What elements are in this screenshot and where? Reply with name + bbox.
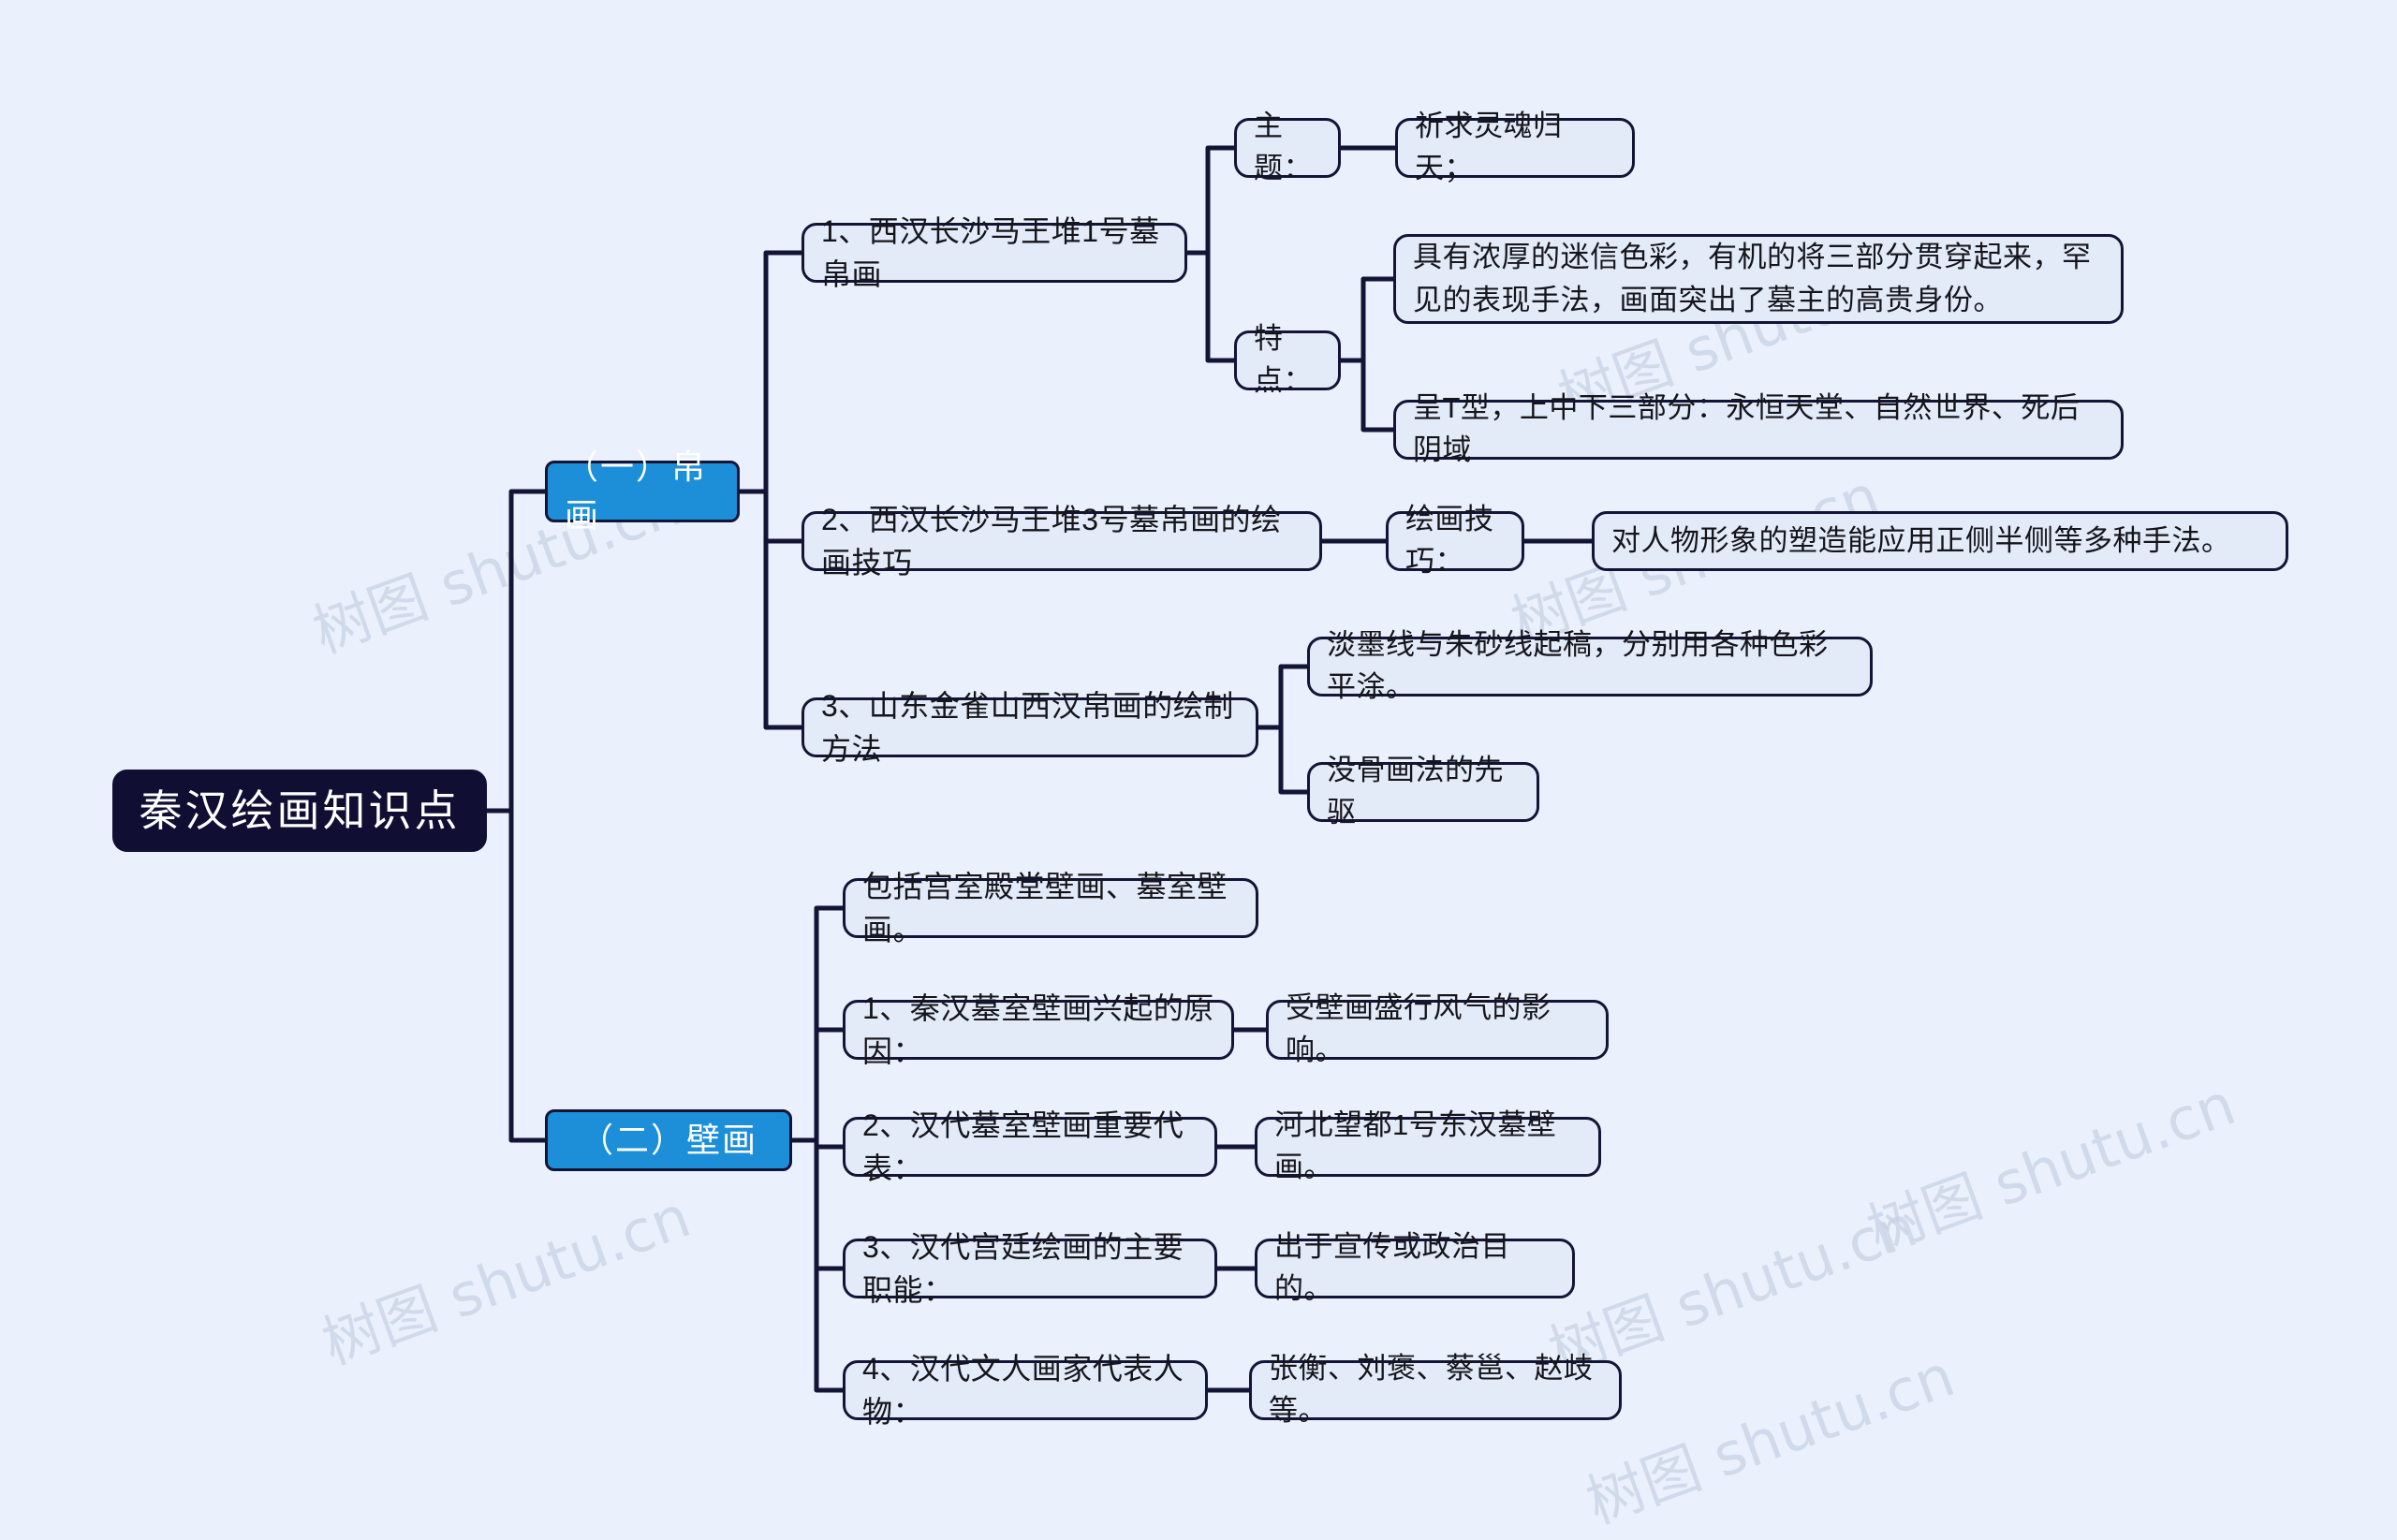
link-item3-to-leaf1 [1256,664,1310,730]
topic-node-literati-painters[interactable]: 4、汉代文人画家代表人物： [843,1352,1208,1429]
link-feature-to-leaf1 [1338,276,1396,363]
subtopic-node-feature-label: 特点： [1254,322,1313,397]
leaf-node-mural-representative-detail[interactable]: 河北望都1号东汉墓壁画。 [1255,1108,1601,1183]
link-silk-to-item1 [737,250,804,494]
link-root-to-mural [484,808,548,1143]
category-node-mural-painting[interactable]: （二）壁画 [545,1109,792,1171]
topic-node-jinqueshan-label: 3、山东金雀山西汉帛画的绘制方法 [821,688,1234,766]
topic-node-mawangdui-tomb1[interactable]: 1、西汉长沙马王堆1号墓帛画 [801,214,1187,291]
category-node-silk-painting-label: （一）帛画 [565,447,708,535]
leaf-node-mural-representative-detail-label: 河北望都1号东汉墓壁画。 [1274,1108,1557,1183]
topic-node-literati-painters-label: 4、汉代文人画家代表人物： [862,1351,1184,1429]
category-node-mural-painting-label: （二）壁画 [579,1120,757,1159]
subtopic-node-theme-label: 主题： [1254,110,1313,184]
link-item3-to-leaf2 [1256,725,1310,795]
topic-node-mural-representative-label: 2、汉代墓室壁画重要代表： [862,1107,1184,1185]
topic-node-jinqueshan[interactable]: 3、山东金雀山西汉帛画的绘制方法 [801,689,1258,766]
link-silk-to-item2 [737,489,804,544]
leaf-node-theme-detail-label: 祈求灵魂归天； [1415,110,1563,184]
leaf-node-mural-reason-detail[interactable]: 受壁画盛行风气的影响。 [1266,991,1609,1066]
leaf-node-jinqueshan-method-1[interactable]: 淡墨线与朱砂线起稿，分别用各种色彩平涂。 [1307,628,1873,703]
leaf-node-feature-detail-1[interactable]: 具有浓厚的迷信色彩，有机的将三部分贯穿起来，罕见的表现手法，画面突出了墓主的高贵… [1393,234,2124,324]
link-feature-to-leaf2 [1338,358,1396,433]
leaf-node-court-painting-function-detail[interactable]: 出于宣传或政治目的。 [1255,1230,1575,1305]
leaf-node-feature-detail-1-label: 具有浓厚的迷信色彩，有机的将三部分贯穿起来，罕见的表现手法，画面突出了墓主的高贵… [1413,240,2092,317]
topic-node-court-painting-function[interactable]: 3、汉代宫廷绘画的主要职能： [843,1230,1217,1307]
leaf-node-court-painting-function-detail-label: 出于宣传或政治目的。 [1274,1230,1510,1305]
leaf-node-painting-technique-detail-label: 对人物形象的塑造能应用正侧半侧等多种手法。 [1611,523,2231,557]
link-item1-to-theme [1184,145,1237,256]
link-item1-to-feature [1184,250,1237,363]
subtopic-node-painting-technique-label: 绘画技巧： [1405,503,1494,578]
root-node[interactable]: 秦汉绘画知识点 [112,770,487,852]
subtopic-node-painting-technique[interactable]: 绘画技巧： [1386,503,1524,578]
topic-node-mural-representative[interactable]: 2、汉代墓室壁画重要代表： [843,1108,1217,1185]
leaf-node-feature-detail-2-label: 呈T型，上中下三部分：永恒天堂、自然世界、死后阴域 [1413,391,2081,466]
topic-node-mural-scope-label: 包括宫室殿堂壁画、墓室壁画。 [862,869,1228,946]
leaf-node-jinqueshan-method-2-label: 没骨画法的先驱 [1327,754,1504,829]
link-mural-to-child2 [789,1027,846,1143]
leaf-node-feature-detail-2[interactable]: 呈T型，上中下三部分：永恒天堂、自然世界、死后阴域 [1393,391,2124,466]
leaf-node-jinqueshan-method-1-label: 淡墨线与朱砂线起稿，分别用各种色彩平涂。 [1327,628,1829,703]
root-node-label: 秦汉绘画知识点 [139,785,461,835]
topic-node-mawangdui-tomb3-label: 2、西汉长沙马王堆3号墓帛画的绘画技巧 [821,502,1282,579]
topic-node-mural-reason-label: 1、秦汉墓室壁画兴起的原因： [862,990,1214,1068]
topic-node-mawangdui-tomb1-label: 1、西汉长沙马王堆1号墓帛画 [821,213,1160,291]
topic-node-court-painting-function-label: 3、汉代宫廷绘画的主要职能： [862,1229,1184,1307]
subtopic-node-feature[interactable]: 特点： [1234,322,1341,397]
topic-node-mawangdui-tomb3[interactable]: 2、西汉长沙马王堆3号墓帛画的绘画技巧 [801,503,1322,579]
topic-node-mural-scope[interactable]: 包括宫室殿堂壁画、墓室壁画。 [843,870,1258,946]
leaf-node-mural-reason-detail-label: 受壁画盛行风气的影响。 [1286,991,1551,1066]
link-mural-to-child5 [789,1137,846,1393]
leaf-node-literati-painters-detail[interactable]: 张衡、刘褒、蔡邕、赵歧等。 [1249,1352,1622,1427]
leaf-node-literati-painters-detail-label: 张衡、刘褒、蔡邕、赵歧等。 [1269,1352,1594,1427]
leaf-node-theme-detail[interactable]: 祈求灵魂归天； [1395,110,1635,184]
link-root-to-silk [484,489,548,814]
leaf-node-jinqueshan-method-2[interactable]: 没骨画法的先驱 [1307,754,1539,829]
category-node-silk-painting[interactable]: （一）帛画 [545,447,740,535]
topic-node-mural-reason[interactable]: 1、秦汉墓室壁画兴起的原因： [843,991,1234,1068]
link-silk-to-item3 [737,489,804,730]
subtopic-node-theme[interactable]: 主题： [1234,110,1341,184]
leaf-node-painting-technique-detail[interactable]: 对人物形象的塑造能应用正侧半侧等多种手法。 [1592,511,2288,571]
